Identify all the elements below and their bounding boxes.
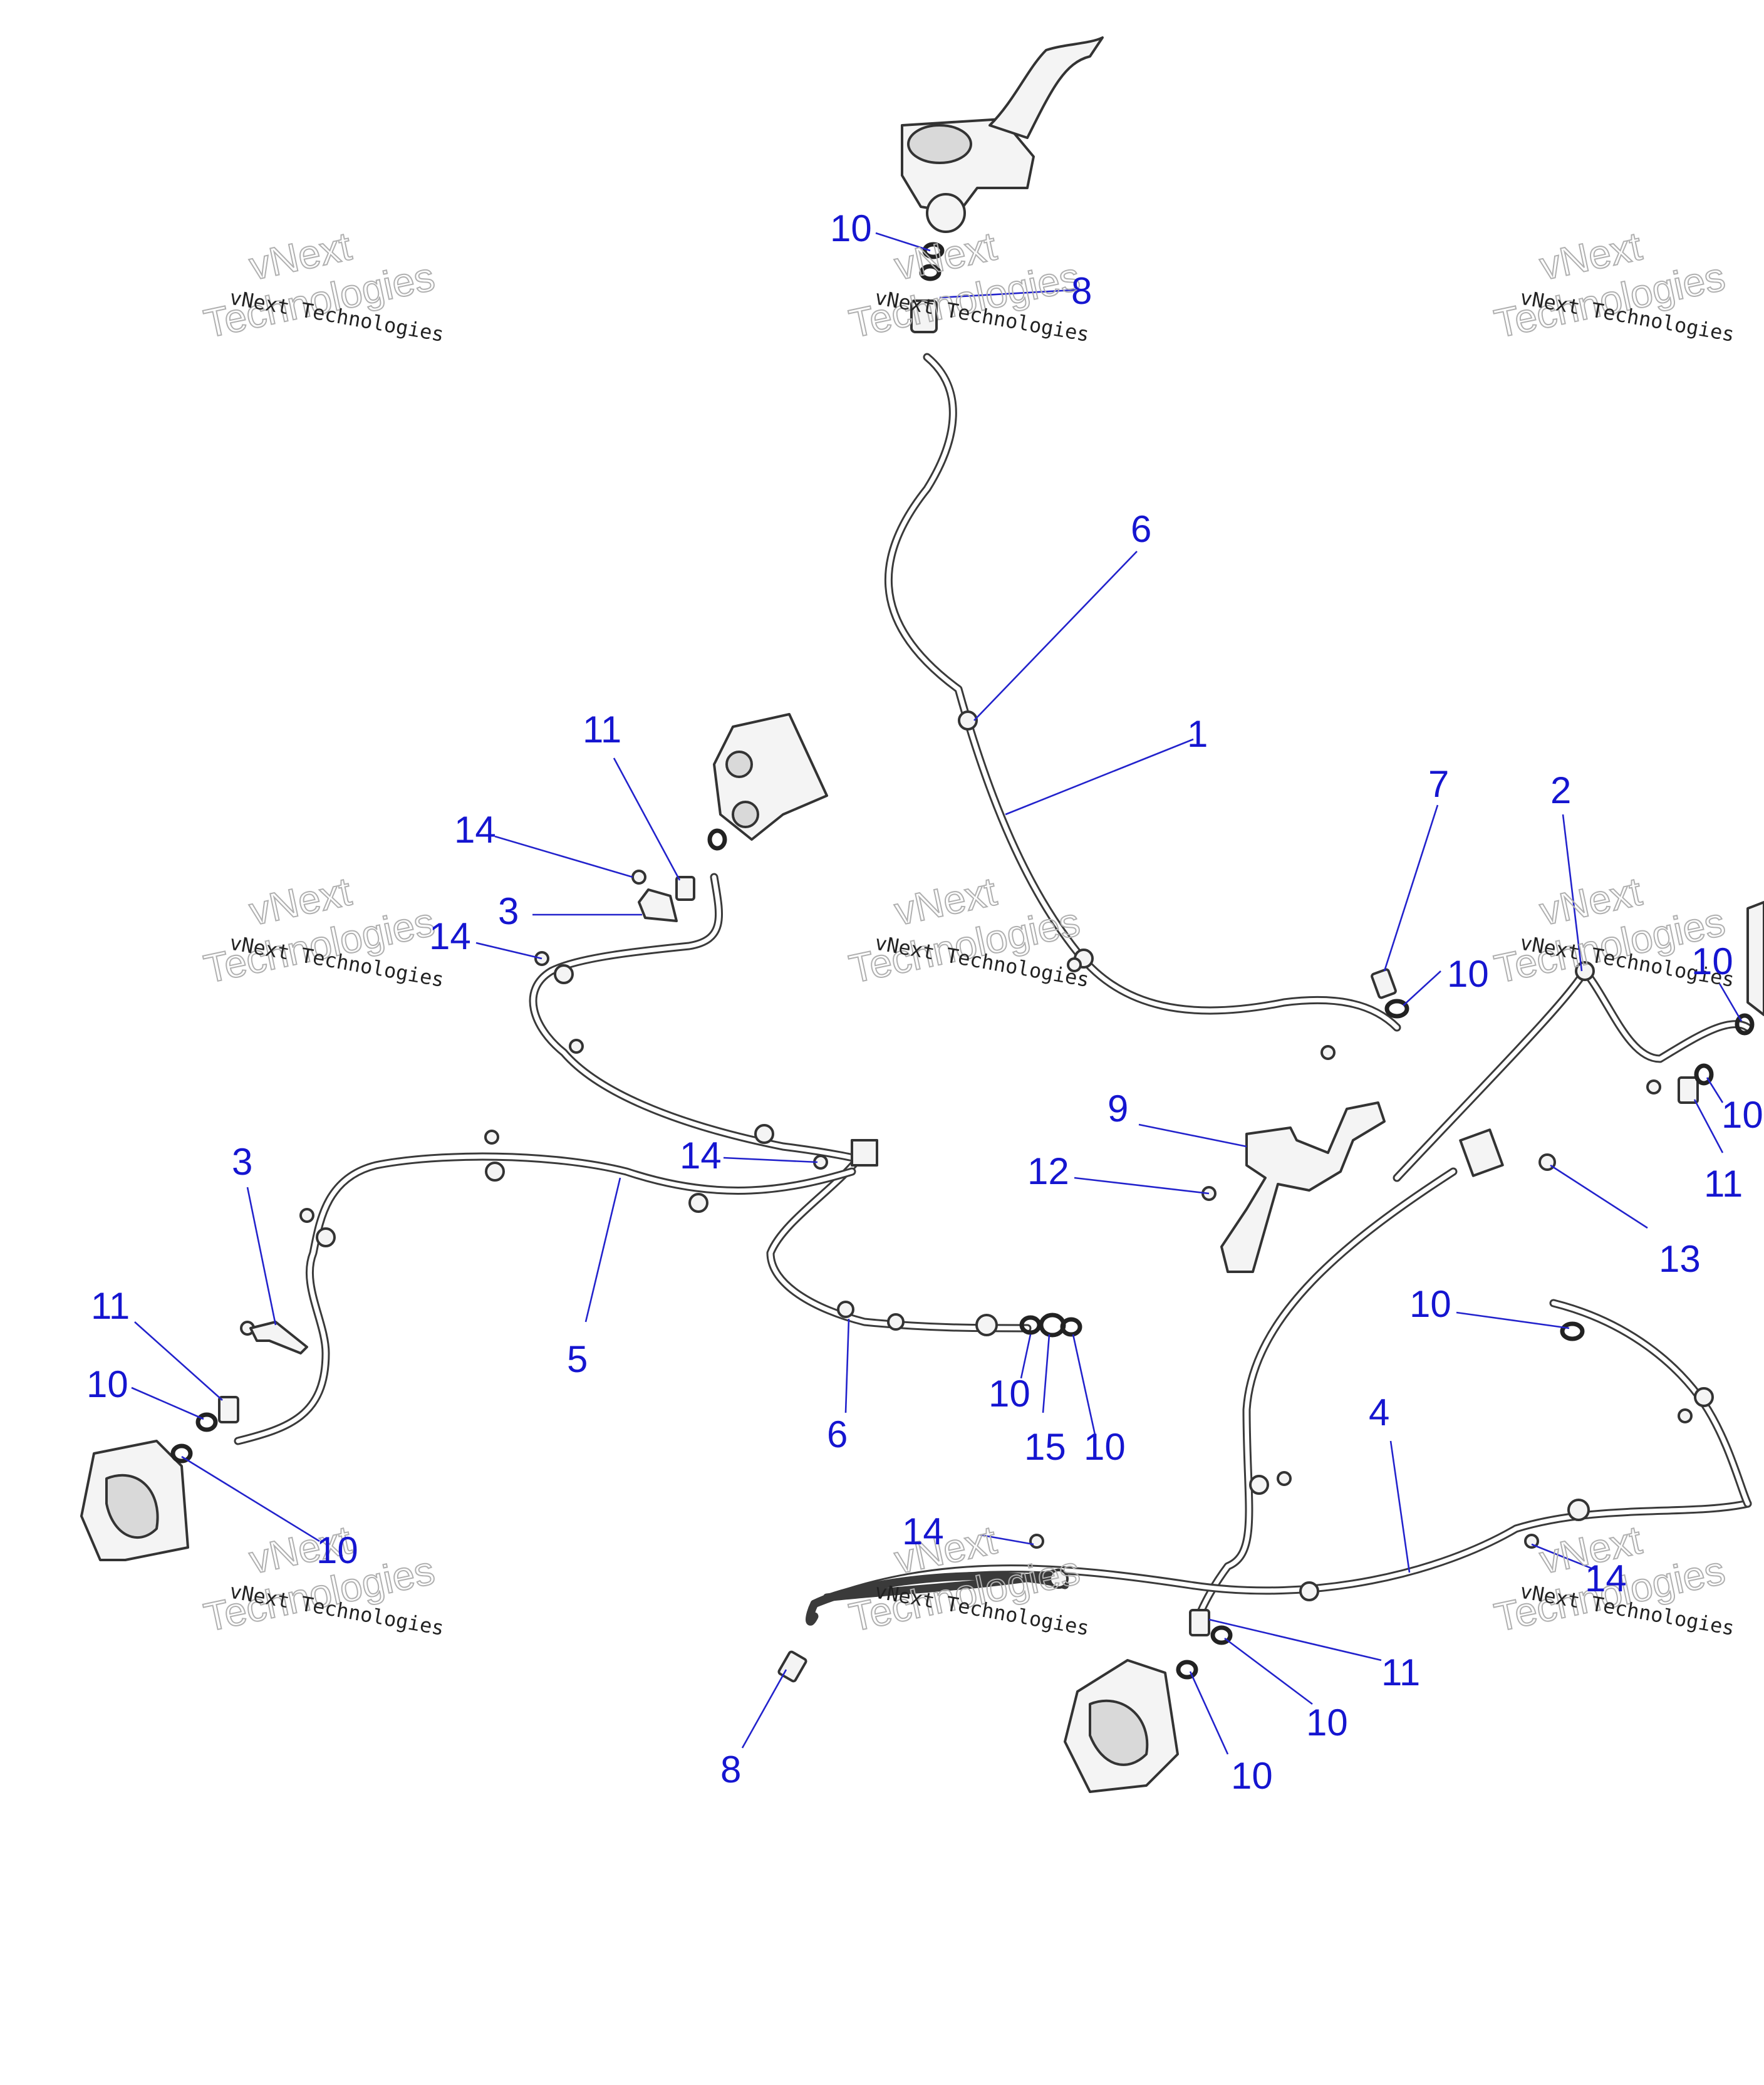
callout-label: 10 (1231, 1755, 1273, 1797)
callout-label: 10 (1409, 1283, 1451, 1325)
callout-label: 8 (720, 1749, 741, 1791)
fittings (316, 710, 1714, 1601)
washers (170, 242, 1755, 1680)
callout-label: 14 (902, 1510, 944, 1552)
callout-label: 1 (1187, 713, 1208, 755)
master-cylinder (901, 36, 1104, 233)
caliper-upper-left (713, 713, 828, 841)
callout-label: 10 (988, 1373, 1030, 1415)
caliper-lower-left (80, 1440, 189, 1561)
callout-label: 13 (1659, 1238, 1701, 1280)
callout-label: 5 (567, 1338, 588, 1380)
callout-label: 9 (1108, 1088, 1128, 1130)
callout-label: 2 (1550, 769, 1571, 811)
callout-label: 7 (1428, 763, 1449, 805)
callout-label: 4 (1369, 1391, 1389, 1433)
bracket-9 (1220, 1101, 1386, 1273)
callout-label: 12 (1027, 1150, 1069, 1192)
callout-label: 10 (830, 207, 872, 249)
callout-label: 10 (1447, 953, 1489, 995)
callout-labels: 10 8 6 1 7 2 10 10 10 11 11 14 3 14 9 12… (86, 207, 1763, 1797)
callout-label: 3 (498, 890, 519, 932)
callout-label: 15 (1024, 1426, 1066, 1468)
callout-label: 14 (1585, 1557, 1627, 1599)
callout-label: 11 (1704, 1163, 1743, 1205)
caliper-lower-center (1064, 1659, 1179, 1793)
bolts (218, 299, 1699, 1683)
callout-label: 10 (1084, 1426, 1126, 1468)
callout-label: 10 (316, 1529, 358, 1571)
callout-label: 10 (1691, 940, 1733, 982)
callout-label: 10 (1306, 1702, 1348, 1744)
callout-label: 6 (827, 1413, 848, 1455)
callout-label: 10 (86, 1363, 128, 1405)
leader-lines (131, 232, 1743, 1755)
watermarks: vNext Technologies vNext Technologies vN… (199, 222, 1736, 1641)
callout-label: 11 (91, 1285, 130, 1327)
callout-label: 11 (583, 709, 621, 751)
callout-label: 8 (1071, 270, 1092, 312)
callout-label: 11 (1381, 1651, 1420, 1693)
callout-label: 10 (1721, 1094, 1763, 1136)
callout-label: 6 (1131, 508, 1151, 550)
callout-label: 14 (680, 1135, 722, 1177)
callout-label: 14 (429, 915, 471, 957)
caliper-right-edge (1746, 901, 1764, 1016)
callout-label: 14 (454, 809, 496, 851)
callout-label: 3 (232, 1141, 252, 1183)
brake-hoses (234, 353, 1752, 1636)
